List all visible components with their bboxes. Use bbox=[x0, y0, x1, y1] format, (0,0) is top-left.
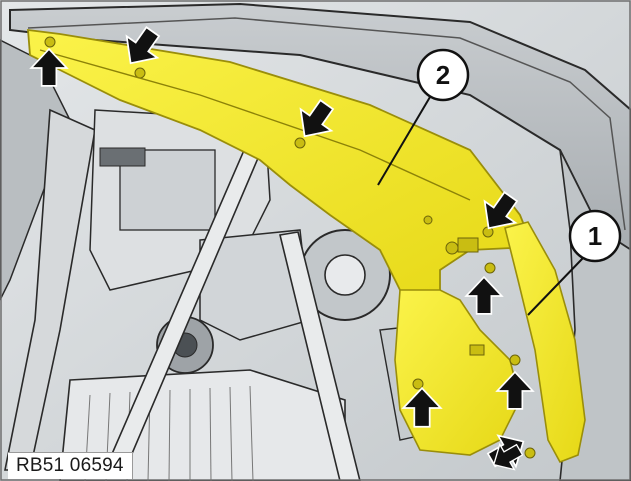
leader-line-1 bbox=[527, 257, 584, 316]
reference-code: RB51 06594 bbox=[8, 452, 133, 479]
edge-trim-part bbox=[504, 221, 586, 464]
callout-circle-2 bbox=[416, 48, 470, 102]
diagonal-strut-center bbox=[279, 231, 361, 481]
leader-line-2 bbox=[377, 96, 431, 186]
callout-label-1: 1 bbox=[588, 221, 602, 251]
round-component-center bbox=[324, 254, 366, 296]
fan-housing bbox=[199, 229, 311, 341]
callout-label-2: 2 bbox=[436, 60, 450, 90]
callout-circle-1 bbox=[568, 209, 622, 263]
bracket-box bbox=[119, 149, 216, 231]
shell-inner-edge bbox=[27, 17, 626, 231]
vent-grille bbox=[99, 147, 146, 167]
cover-details bbox=[44, 36, 536, 459]
cover-ridge-line bbox=[39, 49, 471, 201]
